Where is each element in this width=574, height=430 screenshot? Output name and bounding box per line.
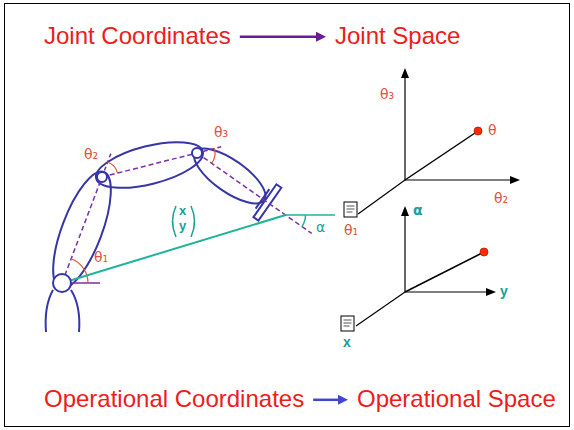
state-vector (405, 254, 481, 293)
joint-angle-label: θ₂ (84, 146, 98, 162)
axis-head (510, 176, 520, 184)
gripper-plate (253, 184, 281, 220)
axis-label: y (500, 283, 508, 299)
axis-label: x (343, 334, 351, 350)
note-icon (344, 202, 357, 217)
robot-arm (41, 133, 335, 332)
heading-text: Operational Space (357, 385, 556, 413)
heading-text: Joint Coordinates (44, 22, 231, 50)
note-icon (344, 326, 350, 327)
joint (97, 172, 107, 182)
joint-angle-label: θ₁ (94, 249, 108, 265)
mapping-arrow (313, 399, 340, 402)
orientation-label: α (316, 219, 325, 235)
link-outline (41, 165, 122, 295)
heading-text: Operational Coordinates (44, 385, 304, 413)
axis-head (401, 206, 409, 216)
arrow-head (316, 32, 326, 42)
slide-border (5, 4, 570, 427)
base-joint (53, 274, 71, 292)
angle-arc (108, 162, 118, 173)
axis (404, 214, 405, 292)
angle-arc (302, 215, 306, 227)
position-label: y (179, 219, 186, 234)
link-axis (102, 153, 197, 177)
axis (404, 76, 405, 180)
joint-angle-label: θ₃ (214, 124, 228, 140)
note-icon (344, 323, 352, 324)
heading-text: Joint Space (335, 22, 460, 50)
axis-head (401, 68, 409, 78)
pedestal (46, 290, 53, 332)
axis-label: θ₁ (344, 222, 358, 238)
position-vector (62, 215, 286, 283)
note-icon (347, 212, 353, 213)
mapping-arrow (240, 36, 318, 39)
angle-arc (212, 149, 215, 164)
link-axis (62, 177, 102, 283)
note-icon (341, 316, 354, 331)
axis (405, 179, 512, 180)
orientation-reference (286, 214, 336, 216)
axis-head (486, 288, 496, 296)
note-icon (347, 206, 355, 207)
link-outline (92, 133, 208, 197)
state-point (480, 248, 488, 256)
axis (358, 180, 405, 214)
axis-label: α (413, 202, 423, 218)
position-label: x (179, 204, 186, 219)
note-icon (347, 209, 355, 210)
state-vector (405, 133, 475, 180)
axis (405, 291, 488, 292)
note-icon (344, 320, 352, 321)
pedestal (71, 290, 79, 332)
operational-space-axes (341, 206, 496, 331)
tool-axis (197, 153, 312, 233)
axis (356, 292, 405, 326)
state-point (474, 127, 482, 135)
bracket (191, 206, 195, 237)
joint-space-axes (344, 68, 520, 217)
bracket (173, 206, 177, 237)
joint (192, 148, 202, 158)
point-label: θ (488, 122, 497, 138)
arrow-head (338, 395, 348, 405)
axis-label: θ₃ (380, 86, 394, 102)
axis-label: θ₂ (494, 190, 508, 206)
